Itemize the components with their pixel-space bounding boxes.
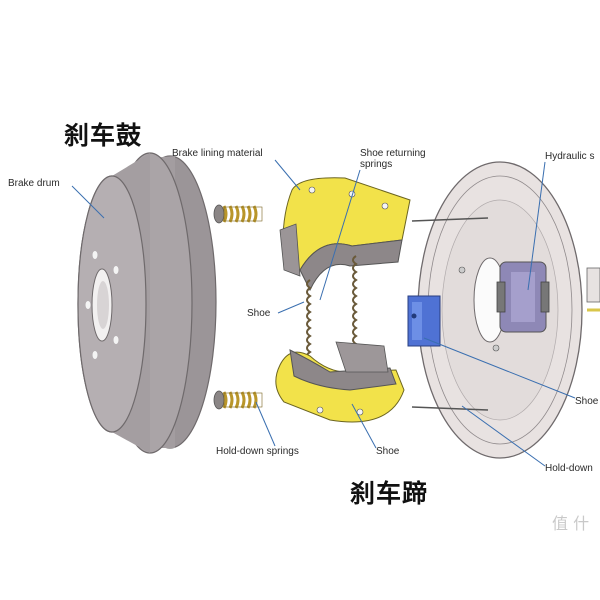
label-hydraulic-cylinder: Hydraulic s — [545, 151, 595, 162]
label-brake-drum: Brake drum — [8, 178, 60, 189]
label-shoe-bottom: Shoe — [376, 446, 400, 457]
cn-title-brake-drum: 刹车鼓 — [64, 121, 143, 150]
hydraulic-wheel-cylinder — [496, 261, 550, 333]
brake-line — [586, 267, 600, 312]
lower-brake-shoe — [275, 341, 405, 423]
cn-title-brake-shoe: 刹车蹄 — [350, 479, 429, 508]
hold-down-spring-bottom — [213, 390, 263, 410]
label-hold-down-right: Hold-down — [545, 463, 593, 474]
label-brake-lining-material: Brake lining material — [172, 148, 263, 159]
label-shoe-returning-springs: Shoe returning springs — [360, 148, 426, 170]
watermark: 值 什 — [552, 514, 590, 533]
adjuster-block — [407, 295, 441, 347]
label-shoe-right: Shoe — [575, 396, 599, 407]
upper-brake-shoe — [279, 177, 411, 292]
label-hold-down-springs-left: Hold-down springs — [216, 446, 299, 457]
shoe-returning-springs — [306, 255, 358, 361]
label-shoe-left: Shoe — [247, 308, 271, 319]
leader-lines — [71, 159, 576, 467]
brake-drum — [77, 152, 217, 454]
hold-down-spring-top — [213, 204, 263, 224]
